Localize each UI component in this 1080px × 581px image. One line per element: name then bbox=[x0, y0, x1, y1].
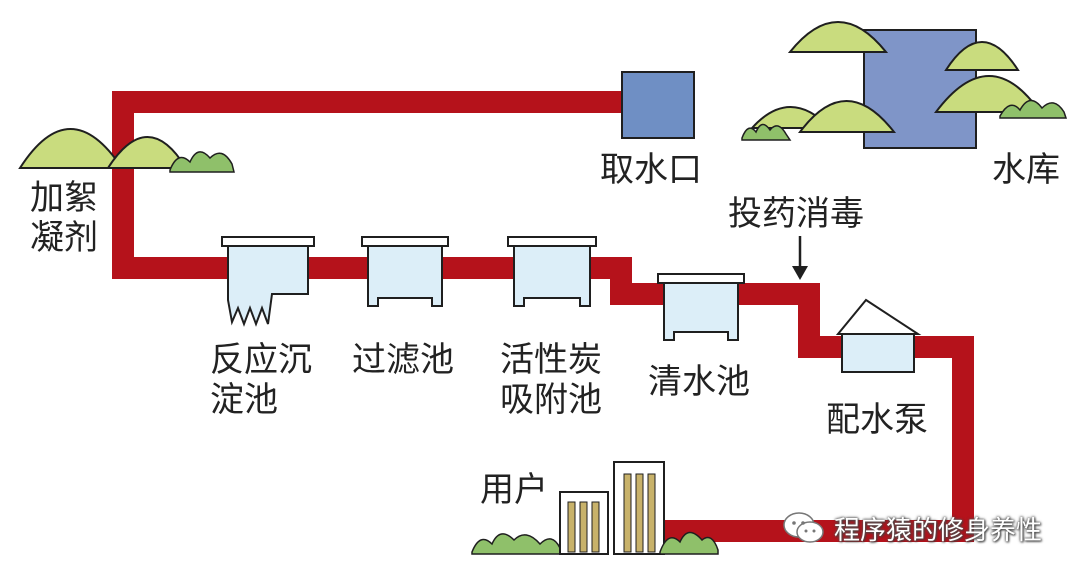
building-window bbox=[635, 473, 644, 553]
pipe-left-vertical bbox=[112, 91, 134, 279]
filtration-tank bbox=[361, 236, 449, 307]
filtration-label: 过滤池 bbox=[352, 340, 454, 380]
tank-body bbox=[227, 245, 309, 327]
watermark-text: 程序猿的修身养性 bbox=[834, 515, 1043, 546]
users-label: 用户 bbox=[480, 470, 548, 510]
pipe-top bbox=[112, 91, 624, 113]
pump-label: 配水泵 bbox=[826, 400, 928, 440]
intake-box bbox=[621, 71, 695, 139]
tank-body bbox=[513, 245, 591, 307]
clear-water-label: 清水池 bbox=[648, 362, 750, 402]
sedimentation-tank bbox=[221, 236, 315, 327]
carbon-adsorption-tank bbox=[507, 236, 597, 307]
watermark: 程序猿的修身养性 bbox=[782, 508, 1042, 548]
shrub bbox=[741, 123, 792, 141]
user-buildings bbox=[471, 461, 719, 555]
pump-house bbox=[835, 298, 922, 373]
hill bbox=[787, 21, 889, 53]
building-window bbox=[567, 501, 576, 553]
tank-rim bbox=[221, 236, 315, 247]
hill bbox=[18, 128, 124, 169]
reservoir-label: 水库 bbox=[992, 150, 1060, 190]
shrub bbox=[659, 531, 719, 555]
reservoir bbox=[741, 21, 1068, 149]
hill bbox=[798, 100, 897, 133]
shrub bbox=[999, 99, 1068, 119]
tank-rim bbox=[657, 273, 745, 284]
intake-label: 取水口 bbox=[600, 150, 702, 190]
shrub bbox=[471, 533, 564, 555]
disinfection-label: 投药消毒 bbox=[728, 194, 864, 234]
pipe-right-vertical bbox=[952, 336, 974, 542]
shrub bbox=[169, 151, 235, 173]
tank-rim bbox=[507, 236, 597, 247]
building-window bbox=[591, 501, 600, 553]
building-window bbox=[579, 501, 588, 553]
clear-water-tank bbox=[657, 273, 745, 341]
tank-body bbox=[367, 245, 443, 307]
hill bbox=[944, 41, 1020, 71]
building-window bbox=[647, 473, 656, 553]
disinfection-arrow bbox=[792, 236, 808, 280]
wechat-icon bbox=[783, 512, 824, 543]
coagulant-label: 加絮凝剂 bbox=[30, 178, 98, 258]
left-hills bbox=[18, 128, 235, 173]
pump-roof bbox=[835, 298, 922, 335]
pump-body bbox=[841, 333, 915, 373]
carbon-label: 活性炭吸附池 bbox=[500, 340, 602, 420]
building-window bbox=[623, 473, 632, 553]
tank-rim bbox=[361, 236, 449, 247]
arrow-head bbox=[792, 266, 808, 280]
sedimentation-label: 反应沉淀池 bbox=[210, 340, 312, 420]
tank-body bbox=[663, 282, 739, 341]
